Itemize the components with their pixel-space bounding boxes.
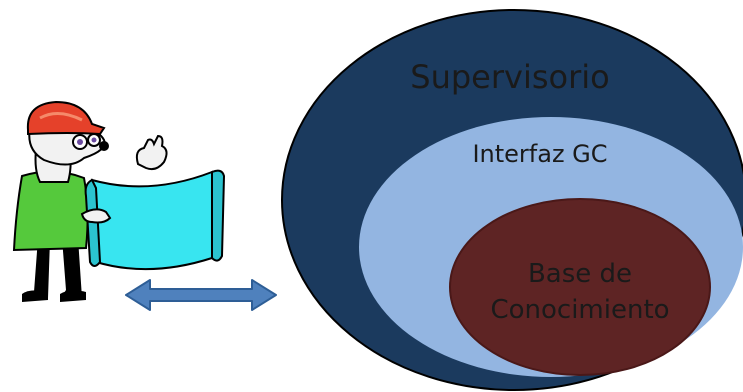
base-conocimiento-label-line-2: Conocimiento <box>490 295 670 325</box>
interfaz-gc-label: Interfaz GC <box>472 140 608 168</box>
base-conocimiento-label: Base de Conocimiento <box>440 256 720 328</box>
bidirectional-arrow-icon <box>125 279 277 311</box>
supervisorio-label: Supervisorio <box>410 58 610 96</box>
engineer-with-blueprint-icon <box>12 100 226 302</box>
base-conocimiento-label-line-1: Base de <box>527 259 633 289</box>
base-conocimiento-ellipse <box>449 198 711 376</box>
